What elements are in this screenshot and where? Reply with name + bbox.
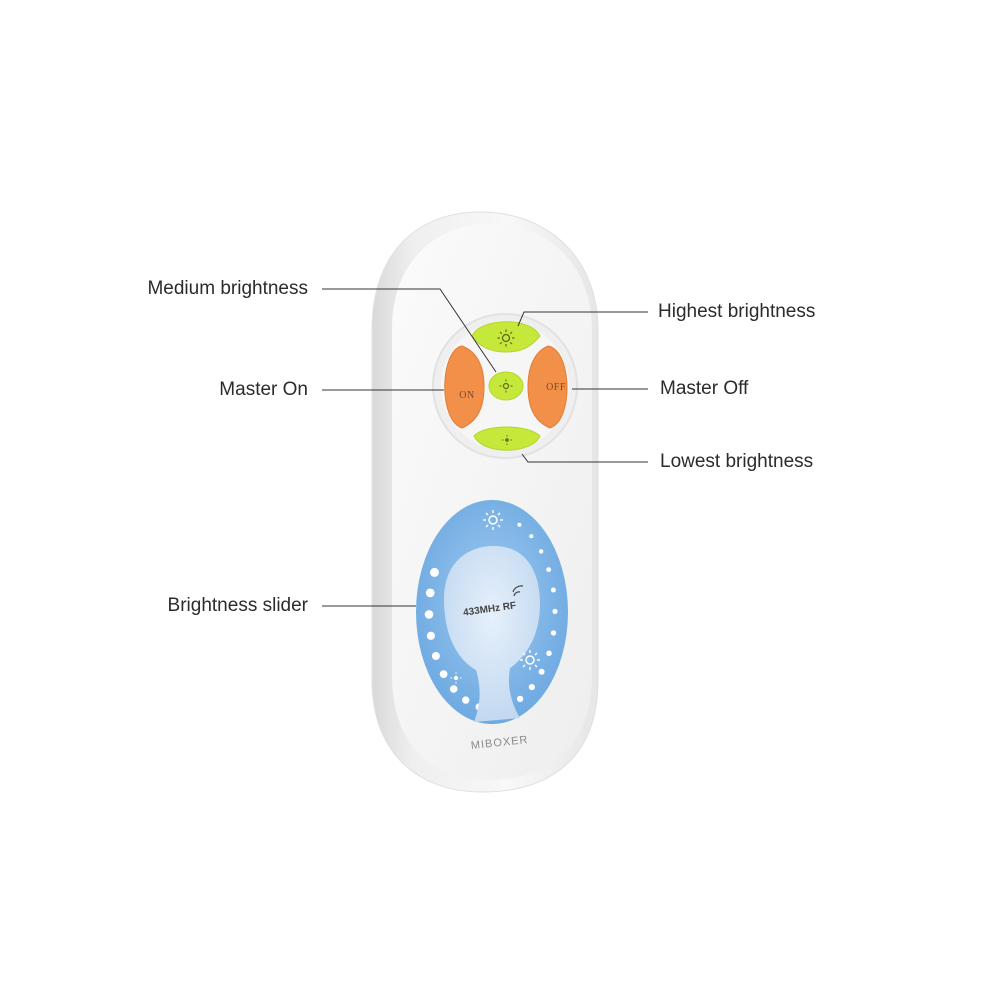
slider-dot — [529, 534, 534, 539]
slider-dot — [528, 684, 535, 691]
slider-dot — [517, 522, 522, 527]
master-off-button[interactable] — [527, 345, 568, 429]
slider-dot — [550, 587, 556, 593]
slider-dot — [430, 567, 439, 577]
sun-icon — [497, 329, 515, 347]
master-on-button[interactable] — [444, 345, 485, 429]
slider-dot — [439, 670, 448, 678]
slider-dot — [538, 668, 545, 675]
slider-dot — [516, 695, 524, 703]
slider-dot — [425, 588, 435, 598]
slider-dot — [462, 696, 470, 704]
master-off-label: OFF — [546, 382, 566, 393]
slider-dot — [426, 631, 435, 640]
wifi-signal-icon — [512, 585, 524, 597]
callout-medium-brightness: Medium brightness — [147, 278, 308, 299]
slider-dot — [424, 610, 434, 619]
sun-icon — [499, 379, 513, 393]
sun-icon — [483, 510, 503, 530]
leader-medium-brightness — [322, 288, 497, 373]
callout-brightness-slider: Brightness slider — [167, 595, 308, 616]
leader-lowest-brightness — [521, 453, 648, 463]
sun-icon — [502, 435, 512, 445]
slider-dot — [539, 549, 544, 554]
slider-dot — [546, 650, 552, 657]
leader-lines — [322, 288, 648, 607]
sun-icon — [520, 650, 540, 670]
callout-master-on: Master On — [219, 379, 308, 400]
highest-brightness-button[interactable] — [471, 321, 541, 353]
leader-highest-brightness — [517, 311, 648, 327]
slider-dot — [550, 630, 557, 636]
slider-dot — [552, 608, 558, 615]
slider-center-pad — [444, 546, 540, 722]
callout-highest-brightness: Highest brightness — [658, 301, 816, 322]
callout-lowest-brightness: Lowest brightness — [660, 451, 814, 472]
slider-dot — [546, 567, 552, 573]
callout-master-off: Master Off — [660, 378, 749, 399]
slider-dot — [449, 685, 458, 693]
sun-icon — [450, 672, 462, 684]
slider-dot — [431, 652, 440, 660]
medium-brightness-button[interactable] — [488, 371, 524, 401]
master-on-label: ON — [459, 390, 474, 401]
